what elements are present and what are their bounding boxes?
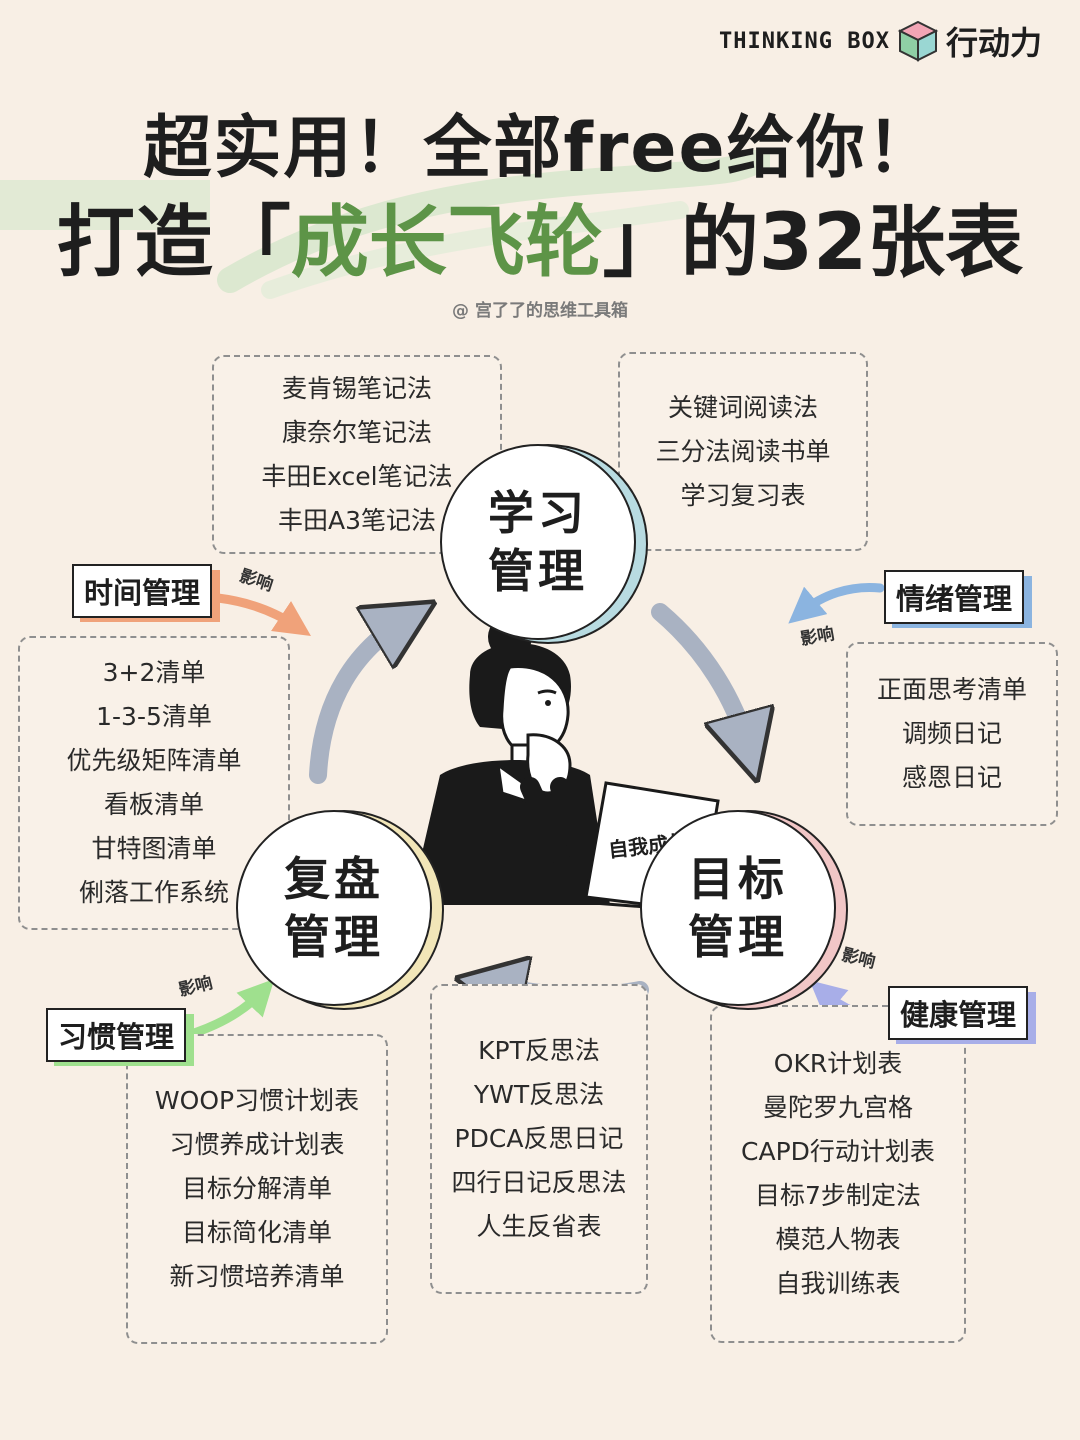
list-item: 人生反省表 <box>476 1212 602 1241</box>
circle-learning: 学习管理 <box>440 444 648 644</box>
tag-habit-management: 习惯管理 <box>46 1008 187 1062</box>
brand-text: THINKING BOX <box>719 28 890 54</box>
circle-label: 目标管理 <box>640 810 836 1006</box>
title-line-2: 打造「成长飞轮」的32张表 <box>0 180 1080 292</box>
list-item: 3+2清单 <box>102 658 206 687</box>
list-item: 关键词阅读法 <box>667 392 818 422</box>
list-item: 感恩日记 <box>901 763 1002 792</box>
brand-cn: 行动力 <box>945 24 1042 62</box>
list-item: 调频日记 <box>901 719 1002 748</box>
list-item: 三分法阅读书单 <box>655 436 831 466</box>
list-item: 1-3-5清单 <box>96 702 212 731</box>
circle-goal: 目标管理 <box>640 810 848 1010</box>
box-review-methods: KPT反思法 YWT反思法 PDCA反思日记 四行日记反思法 人生反省表 <box>430 984 648 1294</box>
list-item: 目标分解清单 <box>181 1174 332 1203</box>
circle-label: 学习管理 <box>440 444 636 640</box>
tag-time-management: 时间管理 <box>72 564 213 618</box>
list-item: 俐落工作系统 <box>78 878 229 907</box>
list-item: 甘特图清单 <box>91 834 217 863</box>
list-item: KPT反思法 <box>478 1036 600 1065</box>
list-item: 自我训练表 <box>775 1269 901 1298</box>
box-goal-methods: OKR计划表 曼陀罗九宫格 CAPD行动计划表 目标7步制定法 模范人物表 自我… <box>710 1005 966 1343</box>
list-item: 麦肯锡笔记法 <box>281 373 432 403</box>
box-reading-methods: 关键词阅读法 三分法阅读书单 学习复习表 <box>618 352 868 551</box>
list-item: 曼陀罗九宫格 <box>762 1093 913 1122</box>
list-item: 目标7步制定法 <box>755 1181 921 1210</box>
decorative-swoosh <box>217 150 770 299</box>
list-item: 丰田Excel笔记法 <box>261 461 453 491</box>
list-item: 康奈尔笔记法 <box>281 417 432 447</box>
list-item: WOOP习惯计划表 <box>154 1086 360 1115</box>
list-item: 四行日记反思法 <box>451 1168 627 1197</box>
list-item: CAPD行动计划表 <box>741 1137 935 1166</box>
tag-emotion-management: 情绪管理 <box>884 570 1025 624</box>
list-item: OKR计划表 <box>773 1049 903 1078</box>
list-item: 学习复习表 <box>680 480 806 510</box>
list-item: 新习惯培养清单 <box>169 1262 345 1291</box>
list-item: 目标简化清单 <box>181 1218 332 1247</box>
title-line-2-post: 」的32张表 <box>602 198 1024 288</box>
influence-arrow-emotion <box>788 582 885 624</box>
list-item: YWT反思法 <box>473 1080 605 1109</box>
circle-review: 复盘管理 <box>236 810 444 1010</box>
list-item: 看板清单 <box>103 790 204 819</box>
author-credit: @ 宫了了的思维工具箱 <box>452 301 628 321</box>
circle-label: 复盘管理 <box>236 810 432 1006</box>
title-line-2-pre: 打造「 <box>56 198 291 288</box>
influence-arrow-habit <box>183 978 275 1040</box>
list-item: 模范人物表 <box>775 1225 901 1254</box>
box-note-methods: 麦肯锡笔记法 康奈尔笔记法 丰田Excel笔记法 丰田A3笔记法 <box>212 355 502 554</box>
list-item: PDCA反思日记 <box>454 1124 624 1153</box>
brand: THINKING BOX 行动力 <box>719 18 1042 64</box>
cube-logo-icon <box>897 20 939 62</box>
list-item: 习惯养成计划表 <box>169 1130 345 1159</box>
box-habit-management: WOOP习惯计划表 习惯养成计划表 目标分解清单 目标简化清单 新习惯培养清单 <box>126 1034 388 1344</box>
cycle-arrow-review-to-learning <box>309 620 405 784</box>
box-emotion-management: 正面思考清单 调频日记 感恩日记 <box>846 642 1058 826</box>
title-line-1: 超实用！全部free给你！ <box>143 109 937 188</box>
title-line-2-highlight: 成长飞轮 <box>290 198 603 288</box>
list-item: 优先级矩阵清单 <box>66 746 242 775</box>
influence-arrow-time <box>213 593 311 636</box>
decorative-band <box>0 180 210 230</box>
list-item: 正面思考清单 <box>876 675 1027 704</box>
tag-health-management: 健康管理 <box>888 986 1029 1040</box>
list-item: 丰田A3笔记法 <box>277 505 436 535</box>
cycle-arrow-learning-to-goal <box>651 603 748 748</box>
